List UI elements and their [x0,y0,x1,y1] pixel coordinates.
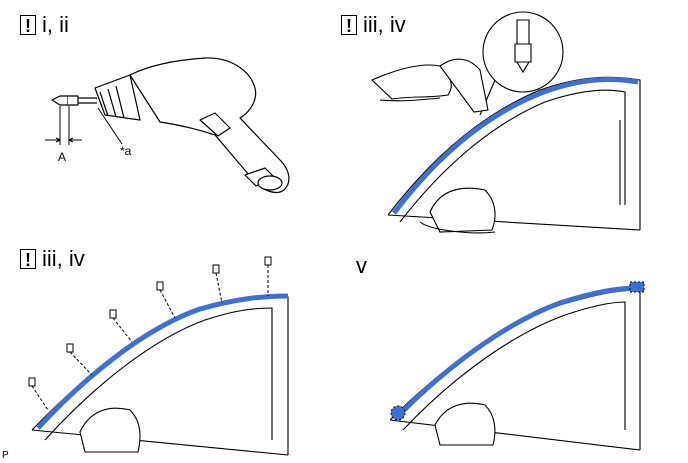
clip-2 [66,343,93,376]
warning-icon: ! [20,15,36,36]
molding-highlight-bottom-left [36,293,289,430]
molding-highlight-bottom-right [394,285,641,420]
step-label-i-ii: ! i, ii [20,14,69,36]
step-text: iii, iv [42,246,85,271]
corner-mark: P [2,450,9,461]
step-label-iii-iv-bottom: ! iii, iv [20,248,85,270]
clip-4 [156,281,176,319]
warning-icon: ! [20,249,36,270]
molding-highlight-top-right [392,77,639,215]
end-marker-upper [629,281,645,293]
step-text: v [356,253,367,278]
step-text: i, ii [42,12,69,37]
callout-a: A [58,150,67,164]
step-label-v: v [356,255,367,277]
clip-1 [28,377,49,411]
clip-6 [264,256,272,296]
step-text: iii, iv [363,12,406,37]
drill-chuck [94,74,141,121]
end-marker-lower [390,405,406,421]
callout-star-a: *a [120,144,132,158]
clip-5 [212,264,223,304]
clip-3 [109,309,133,343]
step-label-iii-iv-top: ! iii, iv [341,14,406,36]
warning-icon: ! [341,15,357,36]
